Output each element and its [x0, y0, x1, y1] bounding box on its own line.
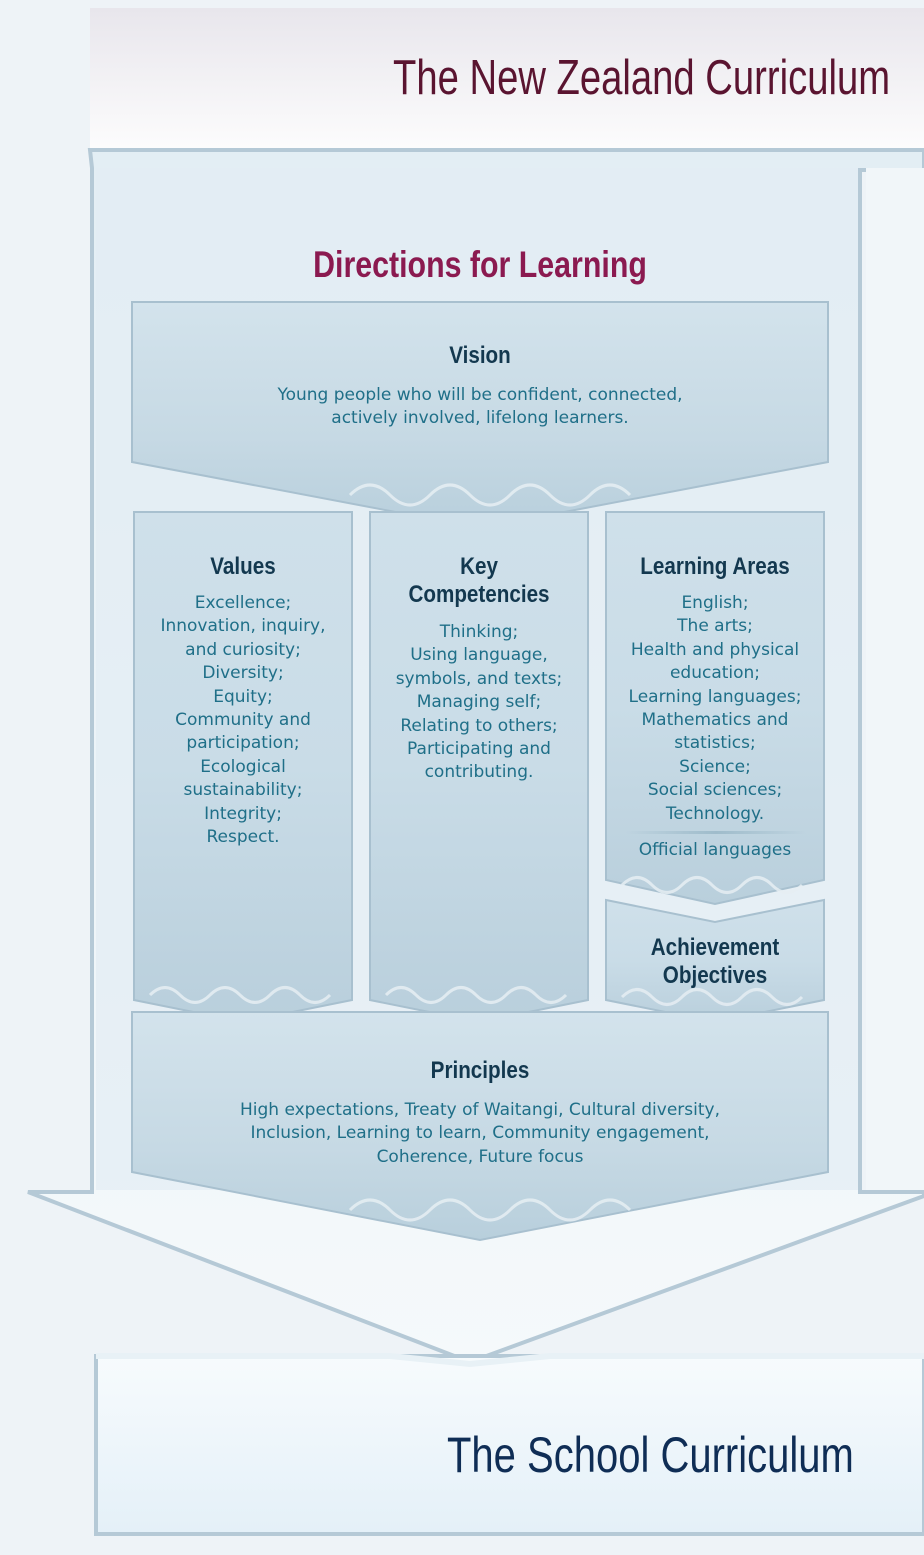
- values-item: Excellence;: [194, 593, 292, 613]
- learning-areas-item: Health and physical: [630, 639, 800, 660]
- principles-line: Coherence, Future focus: [376, 1146, 584, 1167]
- values-item: Community and: [175, 710, 311, 731]
- koru-pattern: [148, 483, 804, 1222]
- vision-text: Young people who will be confident, conn…: [200, 384, 760, 431]
- key-competencies-heading-line: Key: [460, 553, 498, 580]
- key-competencies-item: contributing.: [424, 762, 534, 783]
- key-competencies-item: Thinking;: [439, 622, 519, 642]
- values-item: Equity;: [213, 686, 273, 707]
- key-competencies-item: symbols, and texts;: [395, 668, 563, 689]
- learning-areas-item: The arts;: [677, 616, 753, 637]
- learning-areas-item: Science;: [679, 756, 751, 777]
- learning-areas-item: Learning languages;: [628, 686, 802, 707]
- values-item: Ecological: [200, 756, 286, 777]
- values-list: Excellence; Innovation, inquiry, and cur…: [134, 592, 352, 849]
- vision-line: Young people who will be confident, conn…: [277, 385, 683, 405]
- achievement-objectives-heading-line: Achievement: [650, 934, 780, 961]
- vision-line: actively involved, lifelong learners.: [331, 408, 629, 429]
- key-competencies-item: Participating and: [407, 739, 551, 760]
- learning-areas-list: English; The arts; Health and physical e…: [606, 592, 824, 826]
- achievement-objectives-heading: Achievement Objectives: [621, 934, 808, 990]
- key-competencies-heading: Key Competencies: [393, 553, 565, 609]
- key-competencies-item: Relating to others;: [400, 715, 558, 736]
- achievement-objectives-heading-line: Objectives: [662, 962, 768, 989]
- principles-heading: Principles: [430, 1057, 530, 1084]
- learning-areas-item: Technology.: [665, 803, 765, 824]
- values-item: Respect.: [206, 827, 280, 848]
- learning-areas-item: English;: [681, 593, 749, 613]
- learning-areas-item: Social sciences;: [647, 780, 783, 801]
- learning-areas-divider: [626, 831, 806, 834]
- principles-line: High expectations, Treaty of Waitangi, C…: [239, 1100, 721, 1120]
- principles-text: High expectations, Treaty of Waitangi, C…: [160, 1099, 800, 1169]
- directions-title: Directions for Learning: [313, 244, 647, 285]
- key-competencies-heading-line: Competencies: [408, 581, 550, 608]
- page-title: The New Zealand Curriculum: [393, 51, 891, 105]
- achievement-objectives-panel: [605, 898, 825, 1024]
- principles-panel: [131, 1011, 829, 1242]
- learning-areas-item: education;: [669, 663, 761, 684]
- learning-areas-heading: Learning Areas: [640, 553, 790, 580]
- title-band: [90, 8, 924, 168]
- key-competencies-item: Using language,: [410, 645, 548, 666]
- learning-areas-item: Mathematics and: [641, 710, 789, 731]
- values-item: participation;: [186, 733, 300, 754]
- key-competencies-item: Managing self;: [416, 692, 542, 713]
- school-curriculum-title: The School Curriculum: [447, 1427, 854, 1483]
- vision-panel: [131, 301, 829, 530]
- principles-line: Inclusion, Learning to learn, Community …: [250, 1123, 710, 1144]
- learning-areas-item: statistics;: [674, 733, 756, 754]
- values-item: Diversity;: [202, 663, 284, 684]
- values-item: Integrity;: [204, 803, 282, 824]
- key-competencies-list: Thinking; Using language, symbols, and t…: [370, 621, 588, 785]
- values-item: Innovation, inquiry,: [160, 616, 326, 637]
- values-item: and curiosity;: [185, 639, 301, 660]
- values-heading: Values: [210, 553, 276, 580]
- vision-heading: Vision: [449, 342, 511, 369]
- values-item: sustainability;: [183, 780, 303, 801]
- official-languages: Official languages: [638, 840, 792, 860]
- learning-areas-panel: [605, 511, 825, 906]
